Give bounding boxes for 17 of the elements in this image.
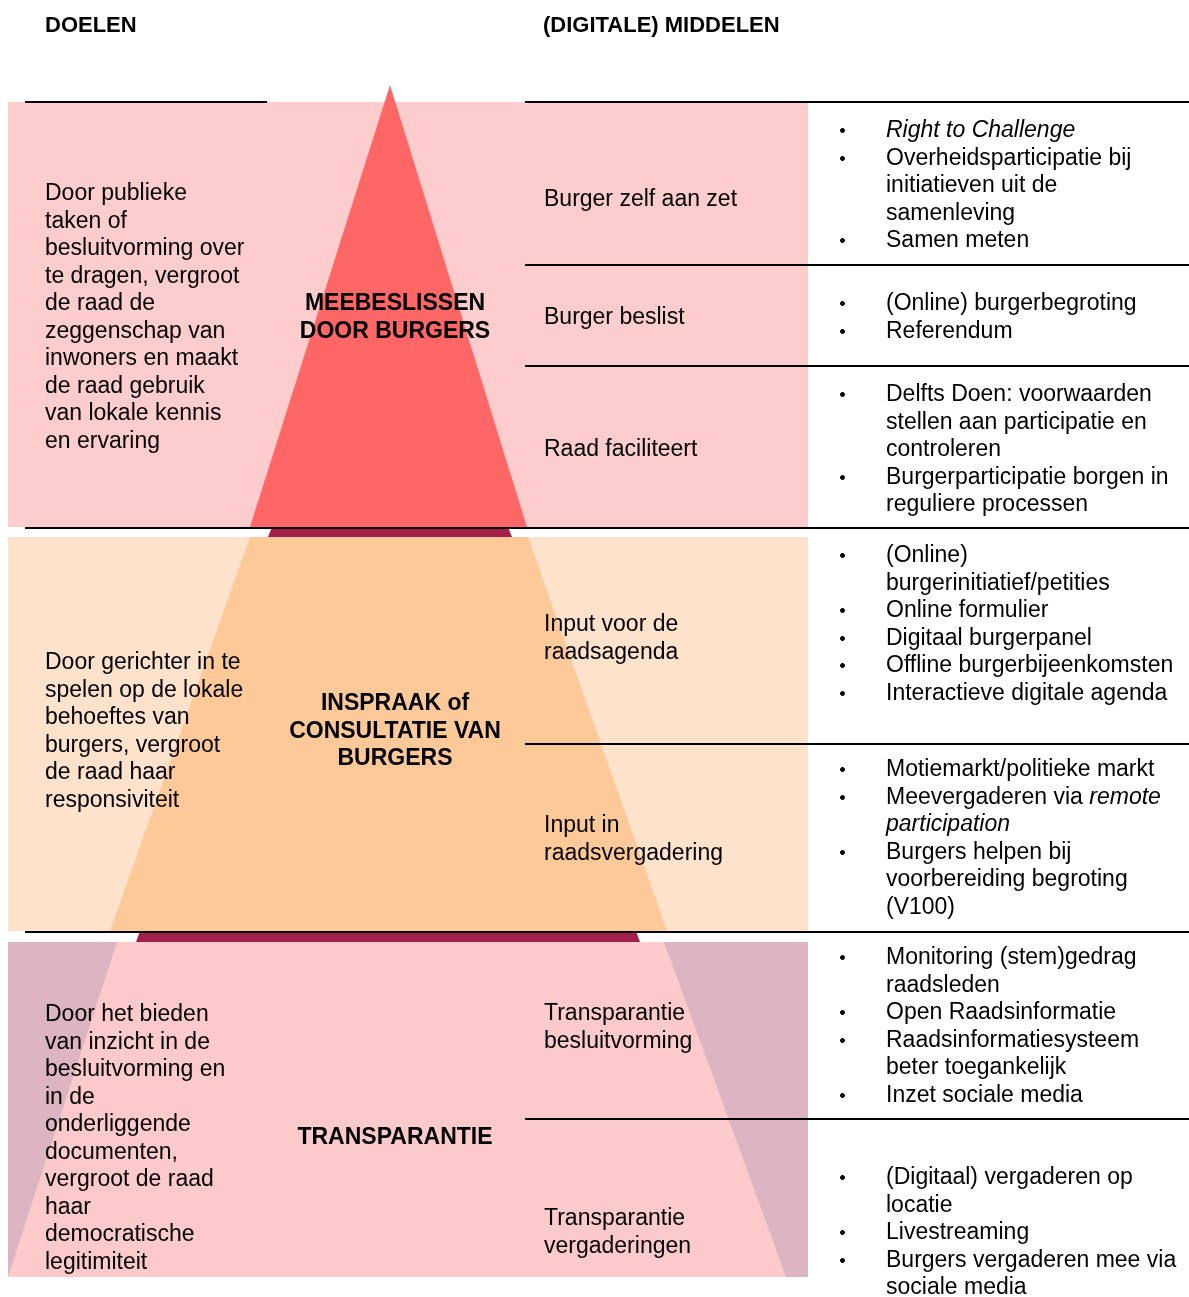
table-cell: Burger beslist: [525, 265, 808, 366]
level-title: INSPRAAK of CONSULTATIE VAN BURGERS: [285, 689, 505, 772]
goal-text: Door gerichter in te spelen op de lokale behoeftes van burgers, vergroot de raad haar responsiviteit: [45, 648, 245, 813]
table-cell: Input in raadsvergadering: [525, 744, 808, 931]
goal-text: Door het bieden van inzicht in de besluitvorming en in de onderliggende documenten, vergroot de raad haar democratische legitimiteit: [45, 1000, 227, 1275]
table-cell: Burger zelf aan zet: [525, 102, 808, 265]
column-header: DOELEN: [45, 12, 137, 38]
table-cell: Raad faciliteert: [525, 366, 808, 527]
goal-text: Door publieke taken of besluitvorming over te dragen, vergroot de raad de zeggenschap van inwoners en maakt de raad gebruik van lokale kennis en ervaring: [45, 179, 245, 454]
band-background: [8, 85, 808, 527]
table-cell: Transparantie vergaderingen: [525, 1119, 808, 1277]
table-cell: Input voor de raadsagenda: [525, 537, 808, 744]
level-title: MEEBESLISSEN DOOR BURGERS: [285, 289, 505, 344]
table-cell: Transparantie besluitvorming: [525, 942, 808, 1119]
band-background: [8, 537, 808, 931]
level-title: TRANSPARANTIE: [285, 1123, 505, 1151]
column-header: (DIGITALE) MIDDELEN: [543, 12, 780, 38]
